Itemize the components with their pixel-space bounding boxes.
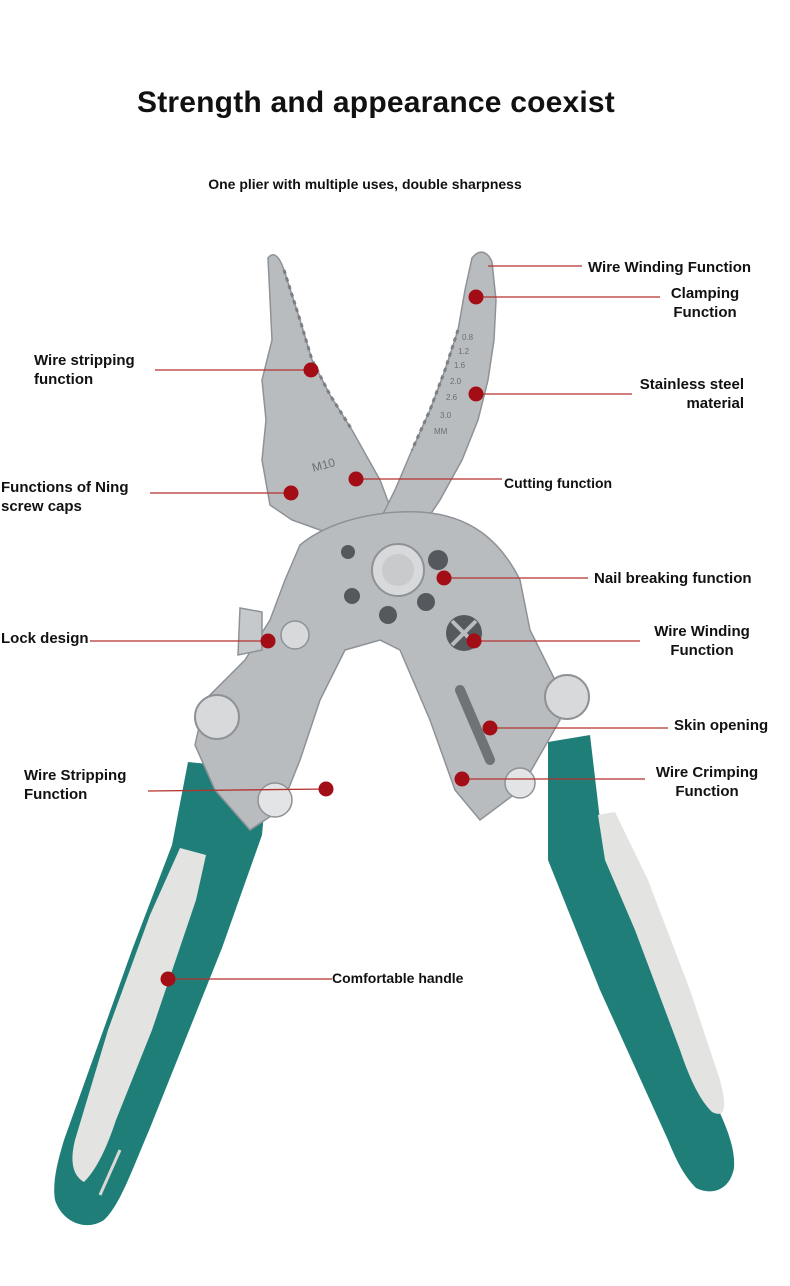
callout-markers (160, 289, 498, 987)
label-wire-crimping: Wire Crimping Function (646, 763, 768, 801)
thread-mark: M10 (310, 455, 336, 475)
gauge-mark: 3.0 (440, 411, 452, 420)
label-nail-breaking: Nail breaking function (594, 570, 752, 587)
label-wire-crimping-line2: Function (675, 783, 739, 800)
label-wire-winding-mid-line1: Wire Winding (654, 623, 750, 640)
left-handle (54, 762, 268, 1226)
label-skin-opening: Skin opening (674, 717, 769, 734)
marker-nail-breaking (436, 570, 452, 586)
label-cutting: Cutting function (504, 475, 613, 491)
marker-lock (260, 633, 276, 649)
label-wire-crimping-line1: Wire Crimping (655, 764, 759, 781)
label-wire-stripping-line1: Wire stripping (34, 352, 135, 369)
marker-cutting (348, 471, 364, 487)
gauge-mark: 1.2 (458, 347, 470, 356)
label-wire-winding-top: Wire Winding Function (588, 259, 752, 276)
pivot-body (194, 511, 590, 831)
page-subtitle: One plier with multiple uses, double sha… (208, 176, 522, 192)
label-wire-winding-mid-line2: Function (670, 642, 734, 659)
label-stainless-line2: material (686, 395, 744, 412)
label-ning-screw-caps: Functions of Ning screw caps (1, 478, 128, 516)
label-wire-stripping-b-line1: Wire Stripping (24, 767, 127, 784)
marker-clamping (468, 289, 484, 305)
label-stainless-steel: Stainless steel material (620, 375, 744, 413)
label-wire-stripping-bottom: Wire Stripping Function (24, 766, 126, 804)
marker-wire-stripping-b (318, 781, 334, 797)
marker-wire-crimping (454, 771, 470, 787)
label-clamping-line1: Clamping (670, 285, 740, 302)
label-wire-stripping: Wire stripping function (34, 351, 135, 389)
right-handle (548, 735, 735, 1192)
label-wire-winding-mid: Wire Winding Function (640, 622, 764, 660)
label-clamping-line2: Function (673, 304, 737, 321)
gauge-mark: 1.6 (454, 361, 466, 370)
gauge-mark: MM (434, 427, 448, 436)
marker-wire-stripping (303, 362, 319, 378)
left-jaw (261, 254, 396, 541)
label-lock-design: Lock design (1, 630, 89, 647)
leader-lines (90, 265, 668, 980)
marker-stainless (468, 386, 484, 402)
right-jaw (378, 251, 497, 531)
gauge-mark: 2.0 (450, 377, 462, 386)
label-comfortable-handle: Comfortable handle (332, 970, 464, 986)
label-wire-stripping-b-line2: Function (24, 786, 88, 803)
label-stainless-line1: Stainless steel (639, 376, 744, 393)
gauge-mark: 2.6 (446, 393, 458, 402)
page-title: Strength and appearance coexist (136, 86, 615, 119)
label-ning-line2: screw caps (1, 498, 82, 515)
label-ning-line1: Functions of Ning (1, 479, 129, 496)
marker-comfortable-handle (160, 971, 176, 987)
marker-wire-winding-mid (466, 633, 482, 649)
label-clamping: Clamping Function (664, 284, 746, 322)
marker-skin-opening (482, 720, 498, 736)
marker-ning (283, 485, 299, 501)
gauge-mark: 0.8 (462, 333, 474, 342)
label-wire-stripping-line2: function (34, 371, 94, 388)
gauge-markings: 0.8 1.2 1.6 2.0 2.6 3.0 MM (434, 333, 474, 436)
